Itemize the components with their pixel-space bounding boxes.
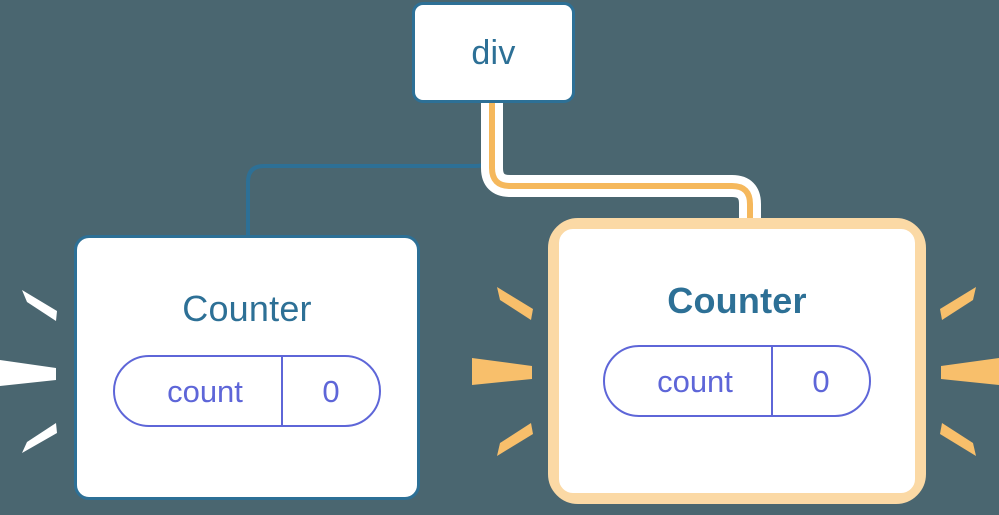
state-value-right: 0 xyxy=(771,347,869,415)
state-pill-left[interactable]: count 0 xyxy=(113,355,381,427)
sparkle-rays-left-counter xyxy=(0,290,57,453)
edge-root-to-left-counter xyxy=(246,98,494,242)
sparkle-rays-right-counter-right xyxy=(940,287,999,456)
sparkle-rays-right-counter-left xyxy=(472,287,533,456)
state-value-left: 0 xyxy=(281,357,379,425)
ray-white-lower xyxy=(22,423,57,453)
ray-orange-right-lower xyxy=(940,423,976,456)
ray-orange-left-middle xyxy=(472,358,532,385)
ray-white-middle xyxy=(0,360,56,386)
ray-orange-left-upper xyxy=(497,287,533,320)
node-div-title: div xyxy=(471,33,516,72)
node-div[interactable]: div xyxy=(412,2,575,103)
state-pill-right[interactable]: count 0 xyxy=(603,345,871,417)
edge-root-to-right-counter-halo xyxy=(481,89,761,243)
node-counter-left-title: Counter xyxy=(182,288,312,329)
ray-orange-right-middle xyxy=(941,358,999,385)
edge-root-to-right-counter xyxy=(489,97,753,235)
state-key-left: count xyxy=(167,373,243,409)
node-counter-right[interactable]: Counter count 0 xyxy=(548,218,926,504)
state-key-right: count xyxy=(657,363,733,399)
ray-orange-right-upper xyxy=(940,287,976,320)
ray-white-upper xyxy=(22,290,57,321)
node-counter-right-inner: Counter count 0 xyxy=(559,229,915,493)
node-counter-right-title: Counter xyxy=(667,280,807,321)
ray-orange-left-lower xyxy=(497,423,533,456)
node-counter-left[interactable]: Counter count 0 xyxy=(74,235,420,500)
